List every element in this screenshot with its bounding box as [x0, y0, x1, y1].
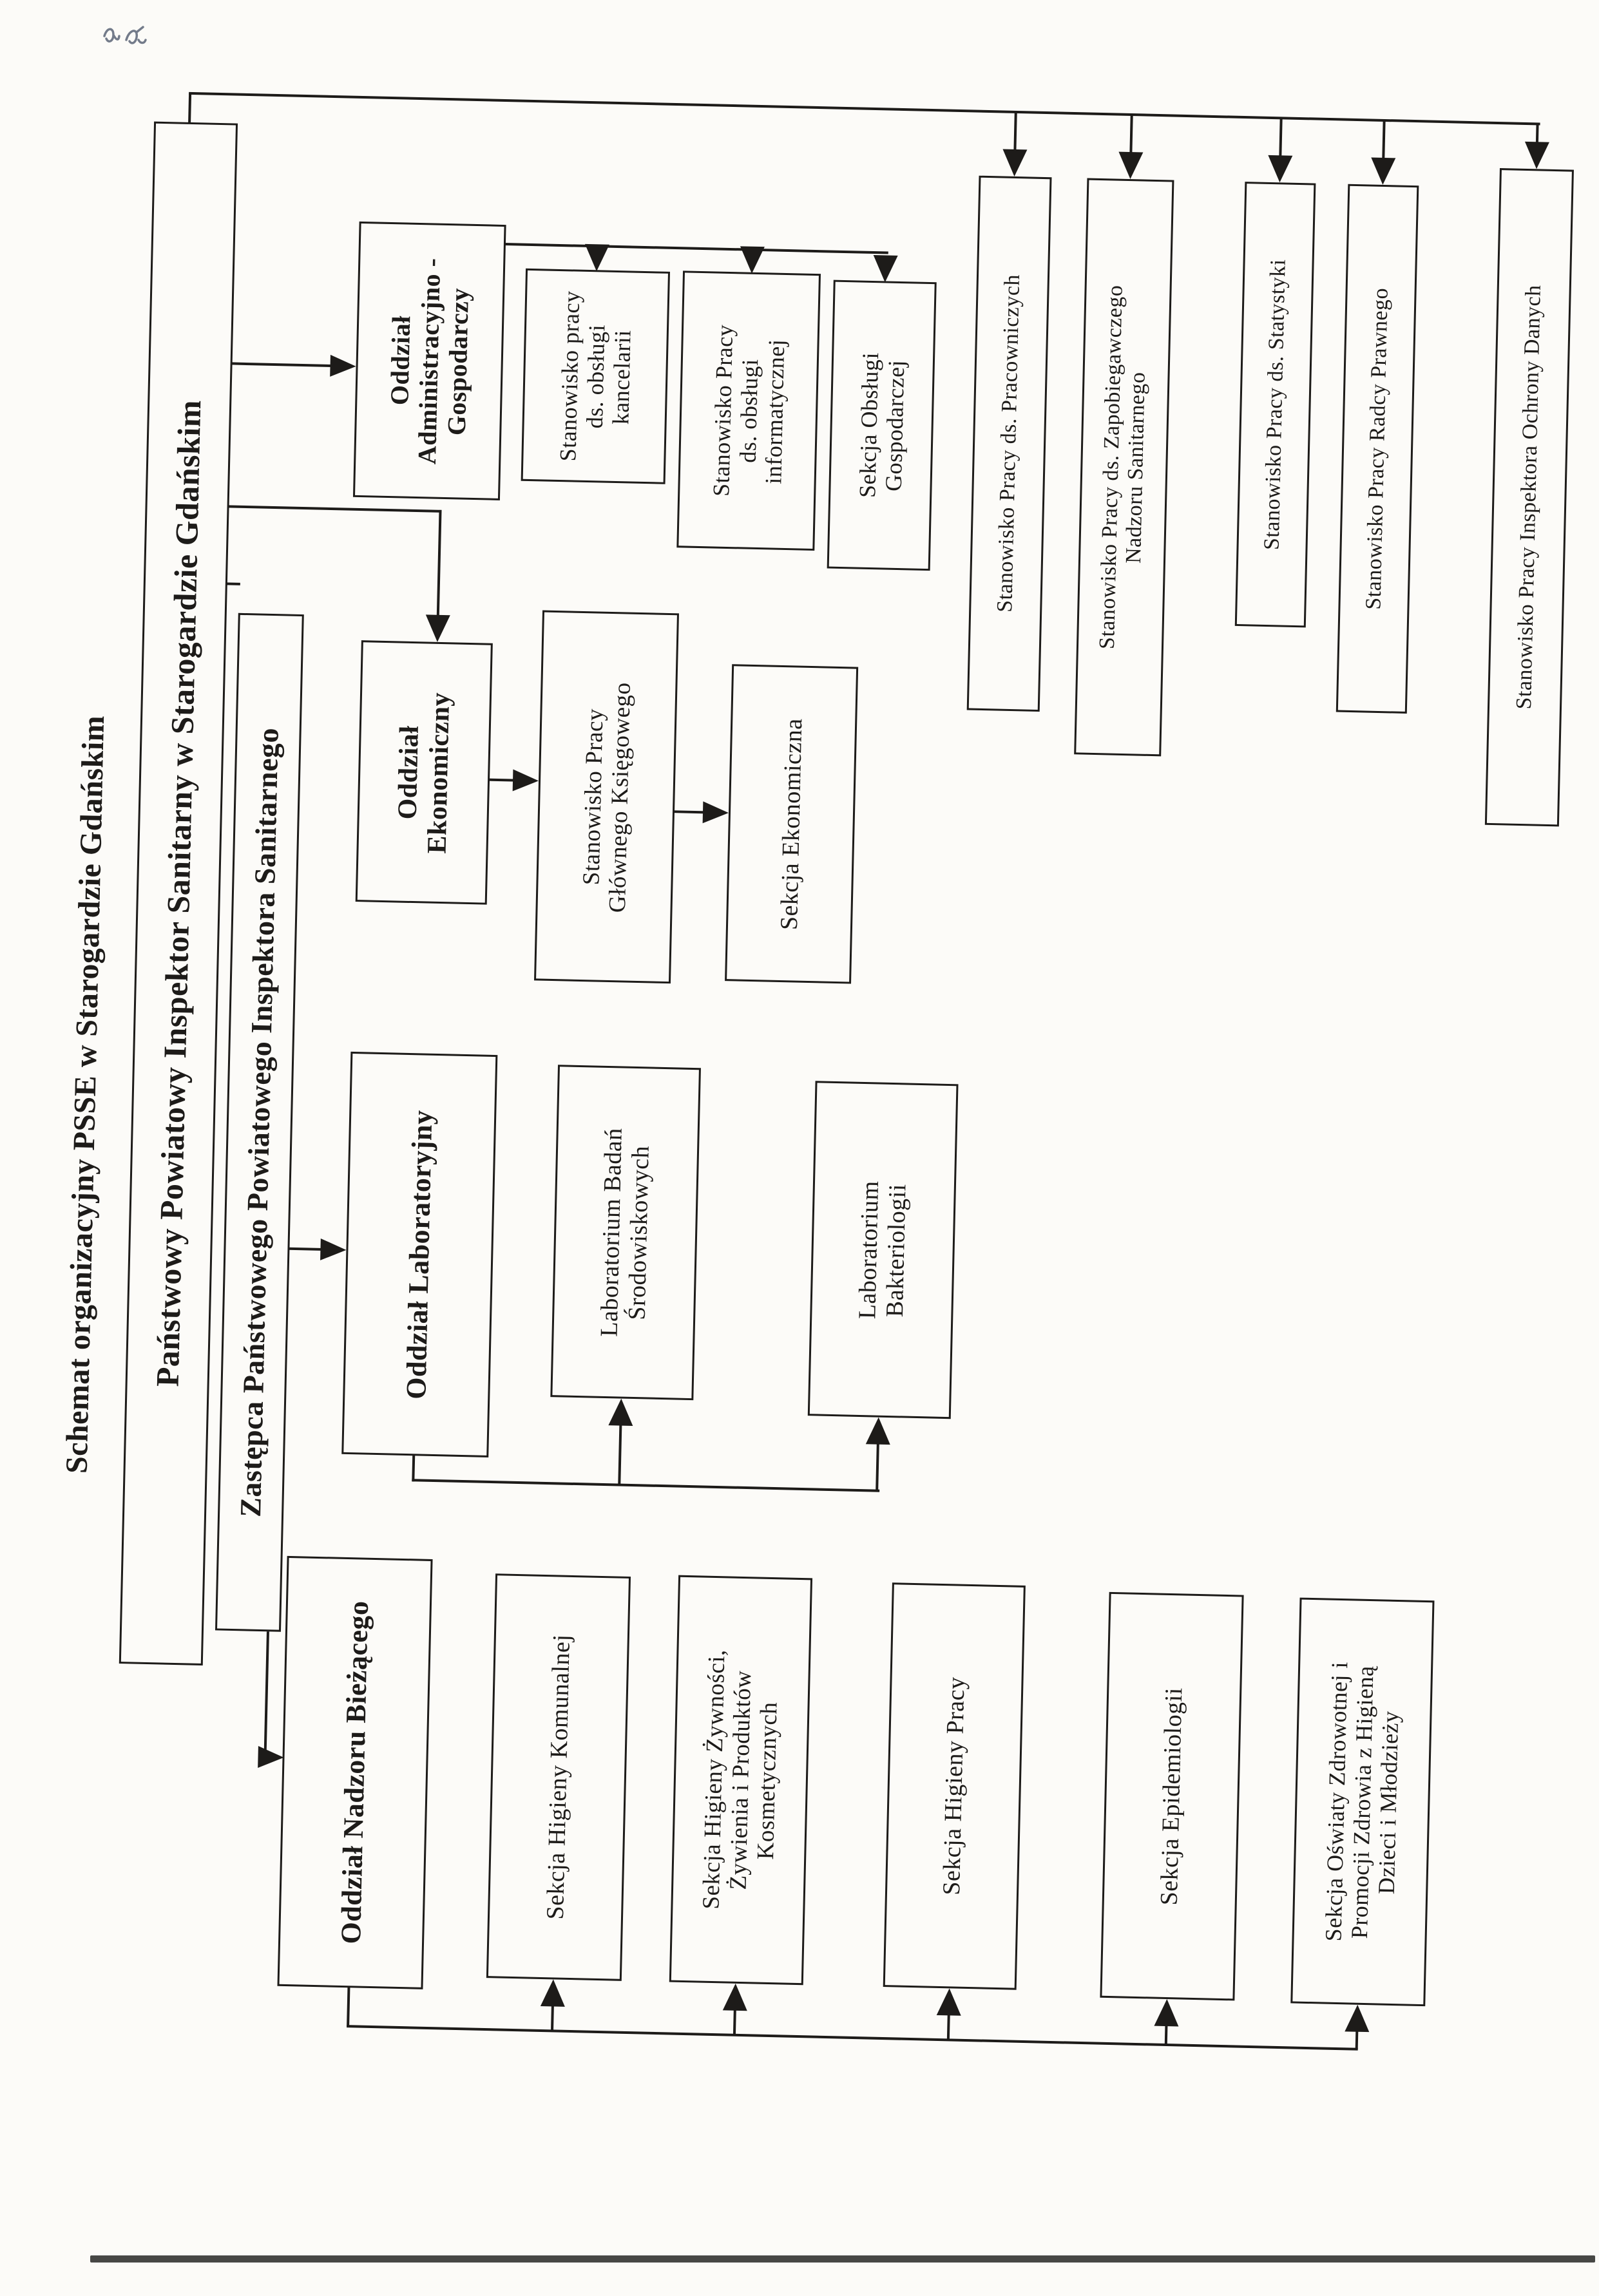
connector-drop-radca: [1382, 120, 1386, 160]
node-ppis-label: Państwowy Powiatowy Inspektor Sanitarny …: [149, 399, 208, 1388]
node-st-pracownicze-label: Stanowisko Pracy ds. Pracowniczych: [993, 274, 1025, 613]
node-stanowisko-zapobiegawczego-nadzoru: Stanowisko Pracy ds. Zapobiegawczego Nad…: [1074, 178, 1174, 757]
arrowhead-iod: [1524, 141, 1549, 169]
arrowhead-radca: [1370, 157, 1396, 185]
connector-ppis-riser: [188, 93, 192, 124]
pen-mark: [103, 26, 147, 44]
connector-ppis-ekonomiczny-h: [227, 505, 442, 513]
node-zastepca-label: Zastępca Państwowego Powiatowego Inspekt…: [234, 727, 285, 1518]
node-sekcja-higieny-pracy: Sekcja Higieny Pracy: [883, 1582, 1026, 1990]
node-laboratorium-bakteriologii: Laboratorium Bakteriologii: [807, 1081, 959, 1419]
arrowhead-admin: [330, 354, 356, 377]
arrowhead-lab-srodowiskowe: [608, 1398, 634, 1427]
connector-zastepca-laboratoryjny: [288, 1247, 323, 1251]
connector-hig-zywnosci-v: [732, 2007, 736, 2035]
connector-ekonomiczny-ksiegowy: [488, 778, 516, 782]
connector-oswiata-v: [1355, 2030, 1359, 2049]
connector-hig-pracy-v: [946, 2013, 950, 2040]
node-stanowisko-pracownicze: Stanowisko Pracy ds. Pracowniczych: [966, 175, 1052, 712]
arrowhead-pracownicze: [1002, 149, 1028, 177]
node-hig-zywnosci-label: Sekcja Higieny Żywności, Żywienia i Prod…: [698, 1649, 783, 1910]
arrowhead-hig-zywnosci: [722, 1983, 748, 2011]
arrowhead-epidemiologia: [1154, 1998, 1180, 2027]
node-st-radca-label: Stanowisko Pracy Radcy Prawnego: [1361, 287, 1393, 611]
connector-zastepca-nadzor-v: [263, 1631, 269, 1758]
node-ekonomiczny-label: Oddział Ekonomiczny: [392, 692, 456, 854]
node-nadzor-label: Oddział Nadzoru Bieżącego: [335, 1600, 375, 1945]
page-title: Schemat organizacyjny PSSE w Starogardzi…: [32, 660, 139, 1528]
node-oddzial-laboratoryjny: Oddział Laboratoryjny: [341, 1051, 498, 1457]
node-lab-bakteriologia-label: Laboratorium Bakteriologii: [854, 1180, 912, 1320]
arrowhead-zapobiegawczy: [1118, 151, 1144, 180]
arrowhead-oswiata: [1345, 2004, 1370, 2033]
node-st-zapobiegawczy-label: Stanowisko Pracy ds. Zapobiegawczego Nad…: [1095, 284, 1151, 650]
node-oddzial-nadzoru-biezacego: Oddział Nadzoru Bieżącego: [277, 1555, 433, 1989]
connector-lab-bakteriologia-v: [876, 1441, 879, 1491]
connector-ksiegowy-sekcja: [673, 810, 706, 814]
connector-lab-srodowiskowe-v: [618, 1423, 622, 1485]
node-oswiata-label: Sekcja Oświaty Zdrowotnej i Promocji Zdr…: [1320, 1661, 1404, 1942]
node-oddzial-ekonomiczny: Oddział Ekonomiczny: [355, 640, 493, 905]
connector-lab-trunk: [412, 1479, 880, 1492]
node-stanowisko-iod: Stanowisko Pracy Inspektora Ochrony Dany…: [1484, 168, 1574, 827]
connector-ppis-ekonomiczny-v: [436, 509, 442, 616]
connector-ppis-zastepca: [225, 582, 240, 585]
node-st-iod-label: Stanowisko Pracy Inspektora Ochrony Dany…: [1512, 285, 1546, 710]
arrowhead-ekonomiczny: [425, 614, 450, 643]
node-lab-srodowiskowe-label: Laboratorium Badań Środowiskowych: [595, 1127, 655, 1337]
node-hig-komunalna-label: Sekcja Higieny Komunalnej: [541, 1634, 575, 1921]
node-zastepca: Zastępca Państwowego Powiatowego Inspekt…: [215, 612, 304, 1632]
arrowhead-kancelaria: [584, 243, 609, 272]
node-laboratoryjny-label: Oddział Laboratoryjny: [400, 1109, 439, 1400]
arrowhead-gospodarcza: [872, 255, 898, 283]
scan-edge-artifact: [90, 2255, 1595, 2263]
arrowhead-laboratoryjny: [320, 1238, 347, 1261]
arrowhead-lab-bakteriologia: [865, 1417, 891, 1445]
node-sekcja-epidemiologii: Sekcja Epidemiologii: [1100, 1591, 1244, 2001]
node-stanowisko-radcy-prawnego: Stanowisko Pracy Radcy Prawnego: [1336, 184, 1419, 714]
arrowhead-hig-pracy: [936, 1988, 962, 2016]
node-oddzial-administracyjno-gospodarczy: Oddział Administracyjno - Gospodarczy: [352, 221, 506, 500]
connector-ppis-admin: [231, 362, 332, 367]
connector-hig-komunalna-v: [551, 2004, 554, 2031]
arrowhead-ksiegowy: [512, 769, 539, 792]
node-stanowisko-informatyka: Stanowisko Pracy ds. obsługi informatycz…: [676, 270, 821, 551]
node-admin-label: Oddział Administracyjno - Gospodarczy: [385, 257, 474, 465]
node-sekcja-obslugi-gospodarczej: Sekcja Obsługi Gospodarczej: [827, 280, 937, 571]
arrowhead-informatyka: [739, 246, 765, 274]
node-hig-pracy-label: Sekcja Higieny Pracy: [938, 1676, 970, 1896]
node-sekcja-ekonomiczna: Sekcja Ekonomiczna: [725, 664, 859, 984]
connector-drop-zapobiegawczy: [1129, 115, 1133, 155]
connector-drop-statystyka: [1279, 118, 1283, 158]
page-title-text: Schemat organizacyjny PSSE w Starogardzi…: [59, 714, 111, 1474]
node-sekcja-higieny-zywnosci: Sekcja Higieny Żywności, Żywienia i Prod…: [669, 1575, 813, 1986]
arrowhead-sekcja-ekonomiczna: [702, 801, 729, 824]
node-stanowisko-statystyki: Stanowisko Pracy ds. Statystyki: [1234, 182, 1316, 628]
connector-sekcje-trunk: [347, 2025, 1358, 2051]
node-epidemiologia-label: Sekcja Epidemiologii: [1155, 1687, 1188, 1906]
arrowhead-hig-komunalna: [540, 1978, 566, 2007]
node-laboratorium-badan-srodowiskowych: Laboratorium Badań Środowiskowych: [550, 1065, 701, 1401]
node-st-statystyka-label: Stanowisko Pracy ds. Statystyki: [1259, 258, 1290, 551]
node-stanowisko-kancelaria: Stanowisko pracy ds. obsługi kancelarii: [521, 268, 671, 484]
node-ksiegowy-label: Stanowisko Pracy Głównego Księgowego: [577, 681, 636, 913]
node-informatyka-label: Stanowisko Pracy ds. obsługi informatycz…: [707, 323, 789, 497]
connector-epidemiologia-v: [1164, 2024, 1168, 2045]
connector-drop-pracownicze: [1013, 111, 1017, 153]
connector-nadzor-drop: [347, 1986, 350, 2027]
arrowhead-nadzor: [258, 1745, 284, 1769]
connector-lab-drop: [412, 1454, 416, 1482]
connector-admin-children-trunk: [504, 243, 888, 254]
arrowhead-statystyka: [1267, 155, 1293, 183]
node-sekcja-oswiaty-zdrowotnej: Sekcja Oświaty Zdrowotnej i Promocji Zdr…: [1290, 1597, 1435, 2007]
node-sekcja-ekonomiczna-label: Sekcja Ekonomiczna: [775, 717, 808, 931]
node-kancelaria-label: Stanowisko pracy ds. obsługi kancelarii: [554, 290, 636, 462]
node-stanowisko-glownego-ksiegowego: Stanowisko Pracy Głównego Księgowego: [534, 610, 679, 984]
connector-top-trunk: [189, 91, 1540, 126]
node-sekcja-higieny-komunalnej: Sekcja Higieny Komunalnej: [486, 1573, 631, 1981]
node-gospodarcza-label: Sekcja Obsługi Gospodarczej: [854, 352, 909, 498]
